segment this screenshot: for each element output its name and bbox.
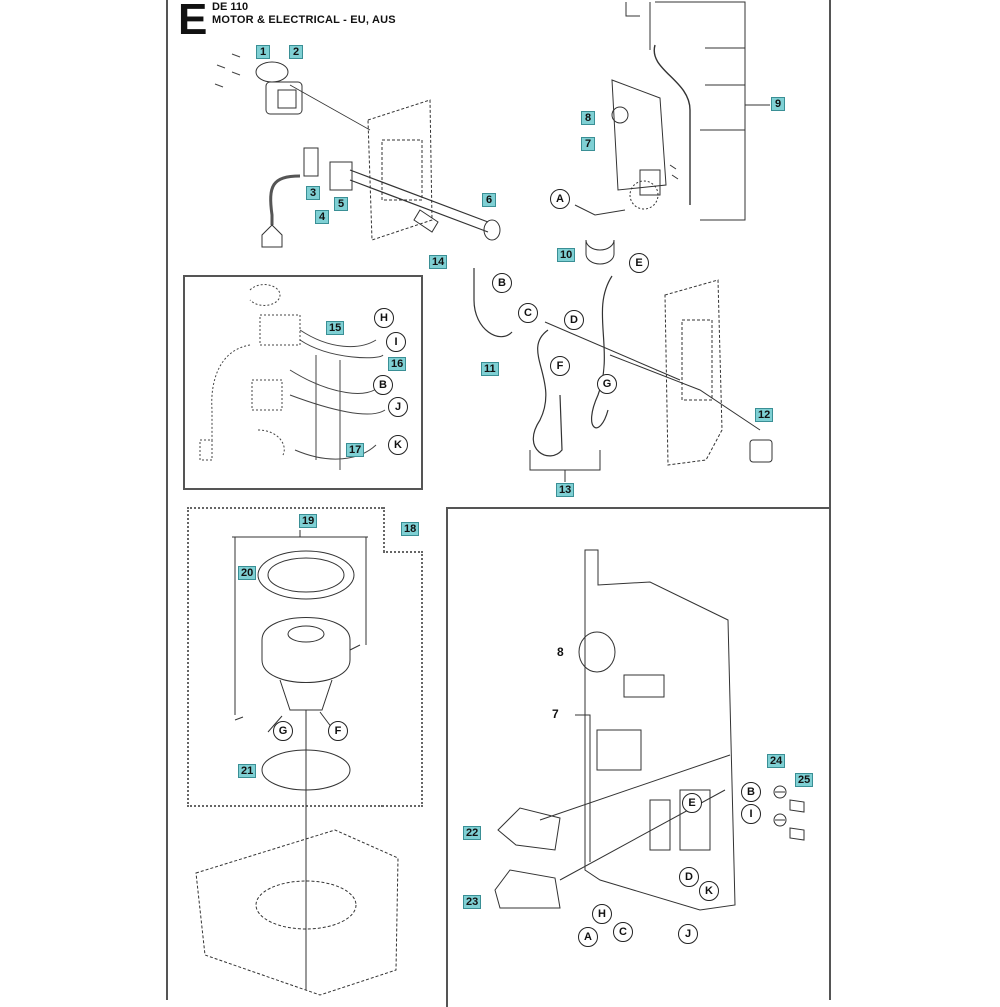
part-label-11[interactable]: 11: [481, 362, 499, 376]
part-label-21[interactable]: 21: [238, 764, 257, 778]
connector-A-top: A: [550, 189, 570, 209]
motor-frame-edge: [383, 551, 423, 553]
page-border-right: [829, 0, 831, 1000]
part-label-13[interactable]: 13: [556, 483, 575, 497]
wire-13a: [532, 329, 563, 457]
part-label-19[interactable]: 19: [299, 514, 318, 528]
part-label-5[interactable]: 5: [334, 197, 348, 211]
part-label-22[interactable]: 22: [463, 826, 482, 840]
cover-23: [494, 869, 561, 909]
pcb-connector-H: H: [592, 904, 612, 924]
connector-G: G: [597, 374, 617, 394]
part-label-10[interactable]: 10: [557, 248, 576, 262]
ring-21: [261, 749, 351, 791]
wire-13b: [590, 275, 613, 429]
switch-part: [329, 161, 353, 191]
part-label-25[interactable]: 25: [795, 773, 814, 787]
part-label-23[interactable]: 23: [463, 895, 482, 909]
part-label-2[interactable]: 2: [289, 45, 303, 59]
socket-part: [265, 81, 303, 115]
pcb-connector-J: J: [678, 924, 698, 944]
wire-11: [473, 268, 513, 338]
part-label-12[interactable]: 12: [755, 408, 774, 422]
connector-12: [749, 439, 773, 463]
inset-connector-B: B: [373, 375, 393, 395]
part-label-18[interactable]: 18: [401, 522, 420, 536]
part-label-1[interactable]: 1: [256, 45, 270, 59]
callout-8: 8: [557, 645, 564, 659]
inset-connector-J: J: [388, 397, 408, 417]
pcb-connector-B: B: [741, 782, 761, 802]
pcb-detail: [584, 549, 736, 911]
harness-tube: [349, 169, 489, 233]
capacitor-8: [578, 631, 616, 673]
motor-frame-edge: [383, 507, 385, 552]
switch-part: [303, 147, 319, 177]
connector-C: C: [518, 303, 538, 323]
model-name: DE 110: [212, 1, 249, 13]
part-label-17[interactable]: 17: [346, 443, 365, 457]
connector-B: B: [492, 273, 512, 293]
callout-7: 7: [552, 707, 559, 721]
pcb-connector-A: A: [578, 927, 598, 947]
screw-set: [214, 53, 241, 88]
wire-9: [653, 44, 691, 205]
pcb-connector-I: I: [741, 804, 761, 824]
section-letter: E: [178, 0, 208, 44]
inset-connector-I: I: [386, 332, 406, 352]
inset-connector-K: K: [388, 435, 408, 455]
motor-connector-G: G: [273, 721, 293, 741]
connector-E: E: [629, 253, 649, 273]
housing-plate: [367, 99, 433, 241]
cable-part: [269, 174, 301, 225]
motor-part: [261, 617, 351, 683]
part-label-6[interactable]: 6: [482, 193, 496, 207]
motor-connector-F: F: [328, 721, 348, 741]
part-label-4[interactable]: 4: [315, 210, 329, 224]
page-border-left: [166, 0, 168, 1000]
pcb-connector-D: D: [679, 867, 699, 887]
page-title: MOTOR & ELECTRICAL - EU, AUS: [212, 14, 396, 26]
part-label-7[interactable]: 7: [581, 137, 595, 151]
part-label-3[interactable]: 3: [306, 186, 320, 200]
part-label-20[interactable]: 20: [238, 566, 257, 580]
motor-frame-edge: [421, 551, 423, 807]
inset-connector-H: H: [374, 308, 394, 328]
connector-F: F: [550, 356, 570, 376]
part-label-14[interactable]: 14: [429, 255, 448, 269]
pcb-board: [611, 79, 667, 191]
pcb-connector-E: E: [682, 793, 702, 813]
relay-22: [497, 807, 561, 851]
pcb-connector-C: C: [613, 922, 633, 942]
wiring-detail-inset: [183, 275, 423, 490]
pcb-detail-frame: [446, 507, 831, 1007]
motor-frame-edge: [187, 805, 423, 807]
inset-wiring: [199, 284, 386, 470]
fuse-part: [585, 239, 615, 265]
part-label-16[interactable]: 16: [388, 357, 407, 371]
pcb-connector-K: K: [699, 881, 719, 901]
part-label-24[interactable]: 24: [767, 754, 786, 768]
gasket-part: [255, 61, 289, 83]
part-label-8[interactable]: 8: [581, 111, 595, 125]
gasket-20: [257, 550, 355, 600]
part-label-15[interactable]: 15: [326, 321, 345, 335]
side-panel: [664, 279, 723, 466]
tub-housing: [195, 829, 399, 996]
connector-D: D: [564, 310, 584, 330]
part-label-9[interactable]: 9: [771, 97, 785, 111]
